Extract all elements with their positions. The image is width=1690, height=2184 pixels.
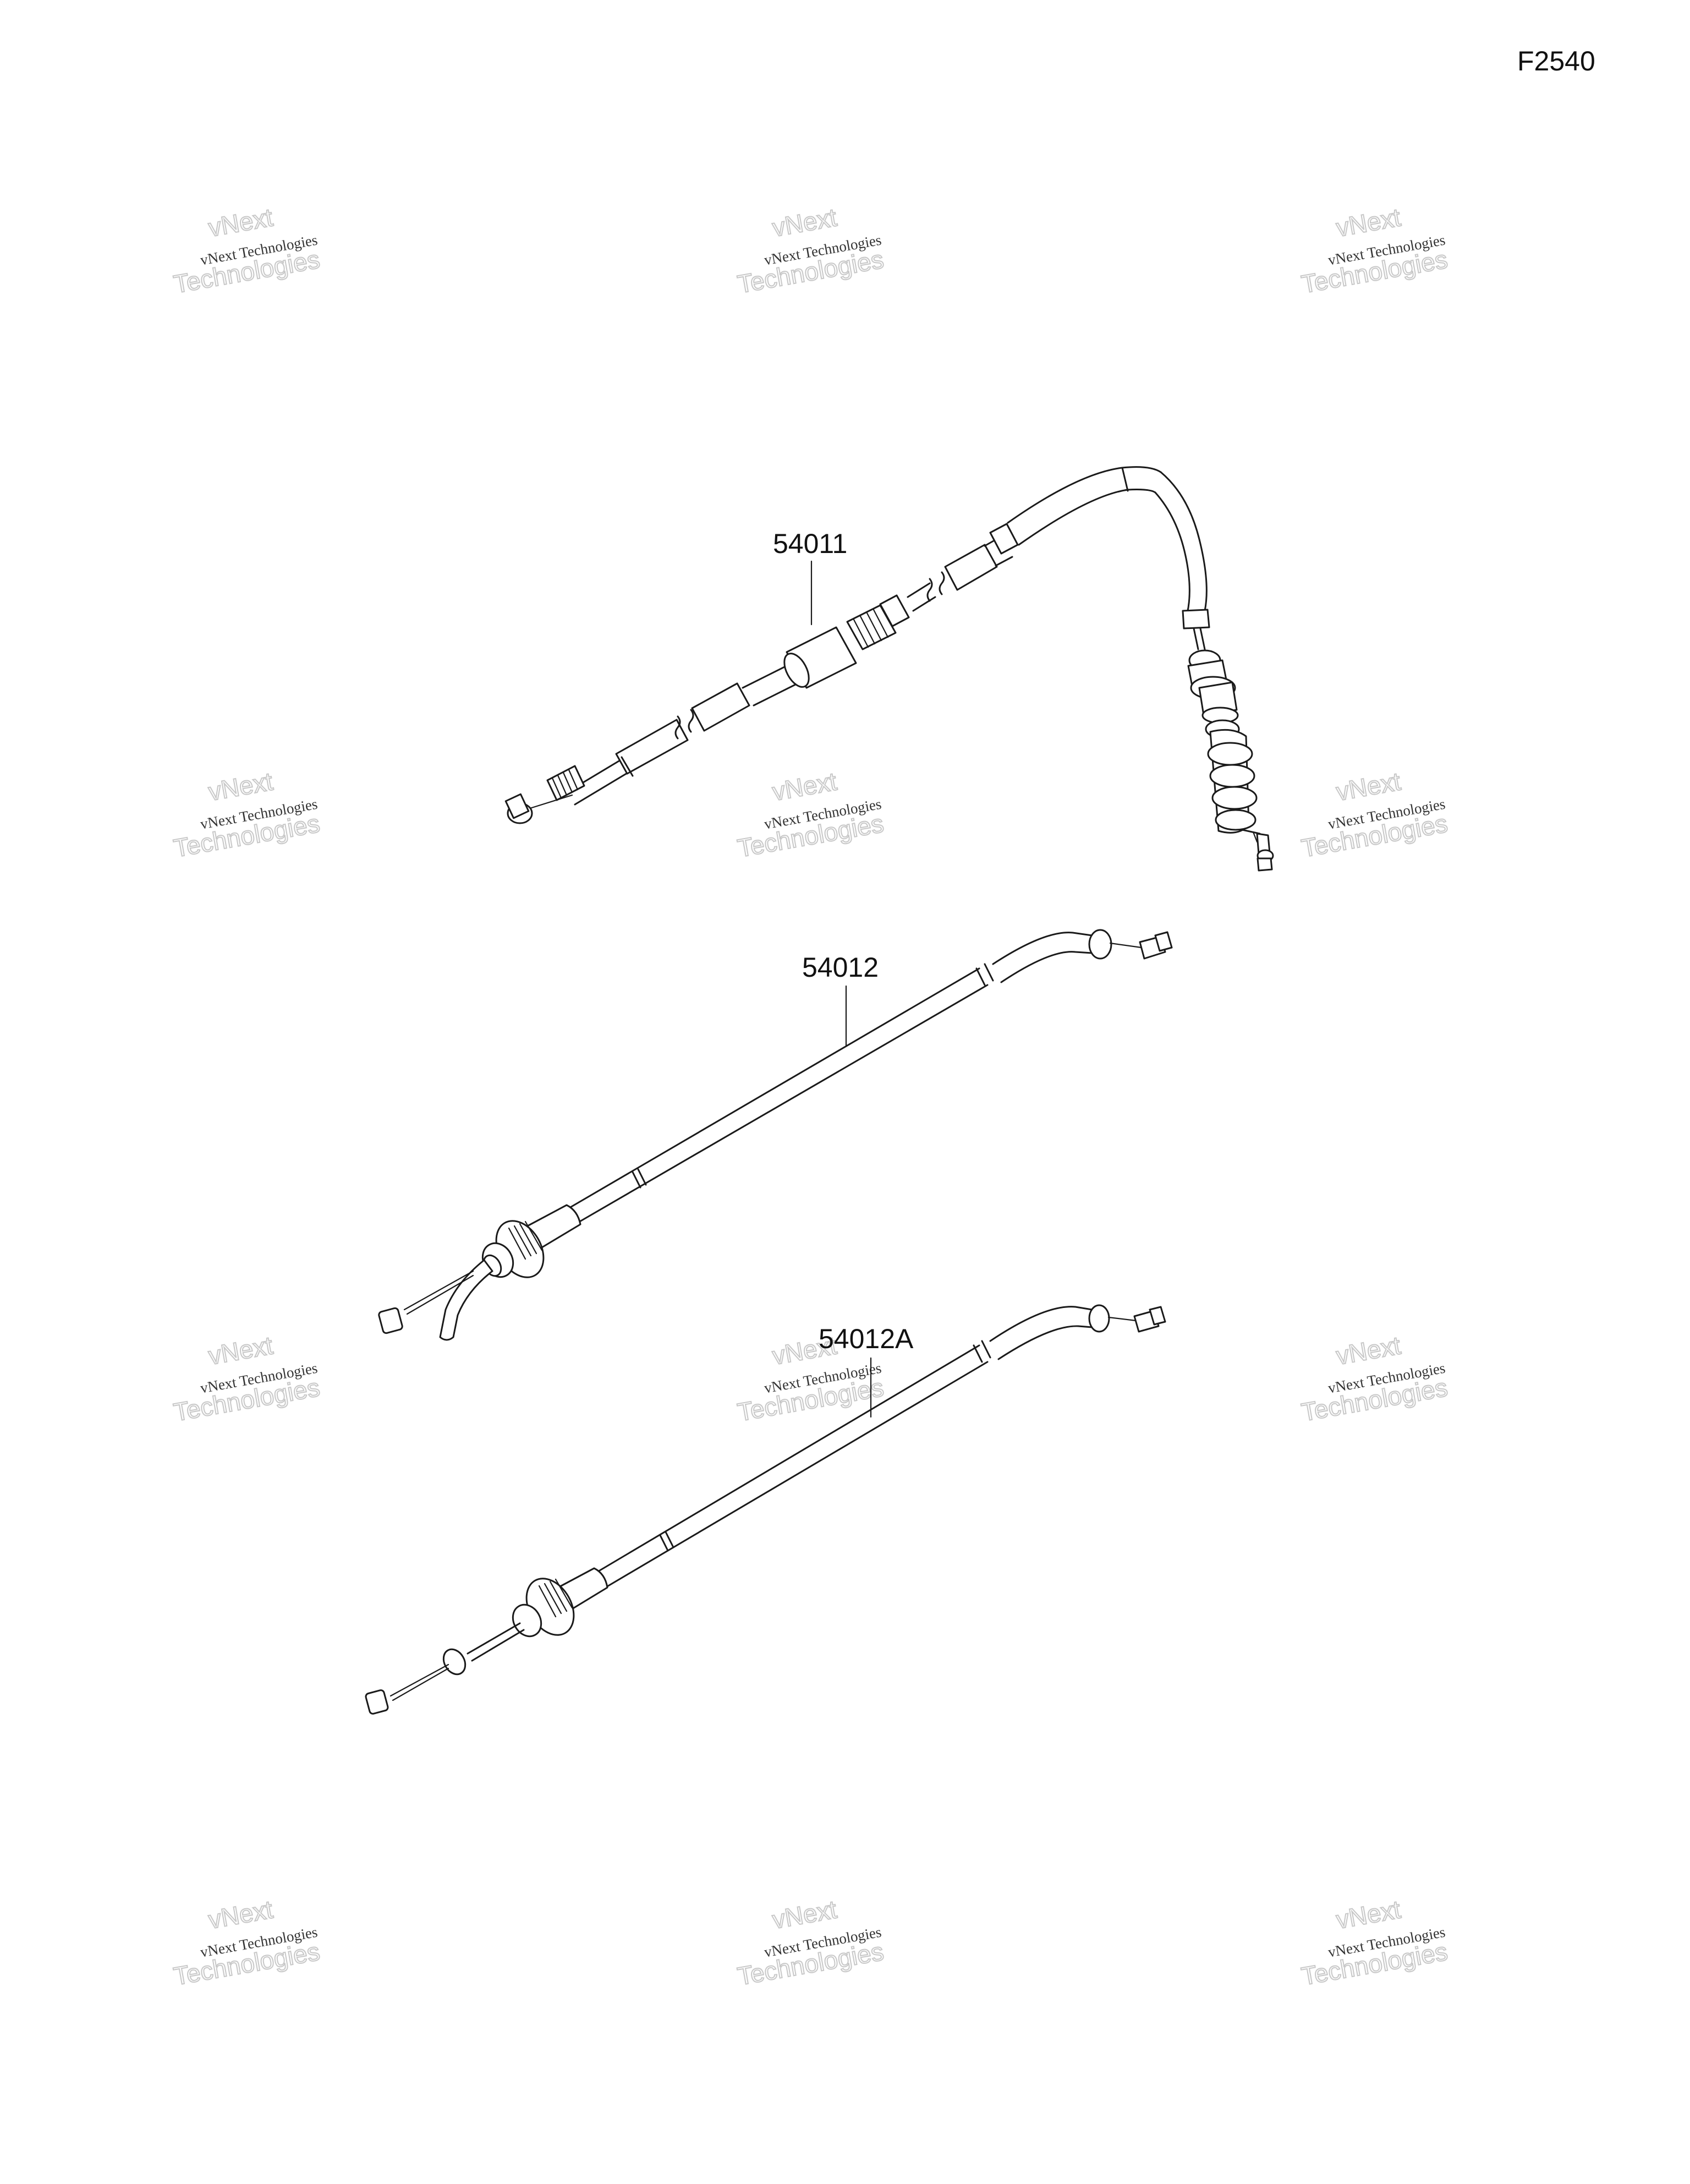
watermark-line2: vNext bbox=[1334, 1331, 1403, 1370]
watermark-line2: vNext bbox=[1334, 767, 1403, 806]
callout-label-54012A: 54012A bbox=[819, 1323, 914, 1354]
watermark-line2: vNext bbox=[770, 767, 839, 806]
watermark-line2: vNext bbox=[206, 202, 275, 242]
watermark-line2: vNext bbox=[770, 1895, 839, 1934]
cable-54012A[interactable] bbox=[365, 1304, 1166, 1715]
callout-54011: 54011 bbox=[773, 528, 847, 626]
throttle-adjuster bbox=[508, 1220, 543, 1260]
watermark-line2: vNext bbox=[770, 202, 839, 242]
watermark-line2: vNext bbox=[206, 767, 275, 806]
figure-code: F2540 bbox=[1517, 46, 1595, 76]
watermark-line2: vNext bbox=[1334, 1895, 1403, 1934]
left-ferrule bbox=[546, 765, 585, 801]
throttle-adjuster-2 bbox=[538, 1578, 573, 1618]
cable-54011[interactable] bbox=[504, 466, 1274, 872]
watermark-line2: vNext bbox=[1334, 202, 1403, 242]
watermark-line2: vNext bbox=[206, 1331, 275, 1370]
adjuster-nut bbox=[846, 594, 910, 650]
cable-54012[interactable] bbox=[378, 929, 1173, 1341]
callout-54012A: 54012A bbox=[819, 1323, 914, 1418]
callout-54012: 54012 bbox=[802, 952, 879, 1047]
callout-label-54012: 54012 bbox=[802, 952, 879, 983]
callout-label-54011: 54011 bbox=[773, 528, 847, 559]
watermark-line2: vNext bbox=[206, 1895, 275, 1934]
rubber-boot bbox=[1207, 729, 1258, 834]
